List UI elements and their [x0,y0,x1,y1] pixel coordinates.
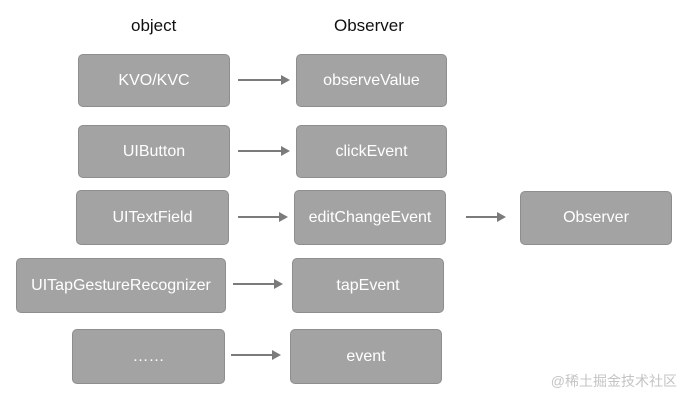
watermark: @稀土掘金技术社区 [550,373,677,389]
arrow-edit-change-event-to-observer [466,212,506,222]
arrow-ellipsis-to-event [231,350,281,360]
event-box-event: event [290,329,442,384]
arrow-uibutton-to-click-event [238,146,290,156]
source-box-uibutton: UIButton [78,125,230,178]
event-box-click-event: clickEvent [296,125,447,178]
event-box-observe-value: observeValue [296,54,447,107]
object-column-heading: object [131,16,177,35]
source-box-uitapgesturerecognizer: UITapGestureRecognizer [16,258,226,313]
observer-box: Observer [520,191,672,245]
source-box-ellipsis: …… [72,329,225,384]
arrow-uitextfield-to-edit-change-event [238,212,288,222]
observer-column-heading: Observer [334,16,404,35]
event-box-edit-change-event: editChangeEvent [294,190,446,245]
arrow-uitapgesture-to-tap-event [233,279,283,289]
source-box-uitextfield: UITextField [76,190,229,245]
event-box-tap-event: tapEvent [292,258,444,313]
arrow-kvo-kvc-to-observe-value [238,75,290,85]
source-box-kvo-kvc: KVO/KVC [78,54,230,107]
